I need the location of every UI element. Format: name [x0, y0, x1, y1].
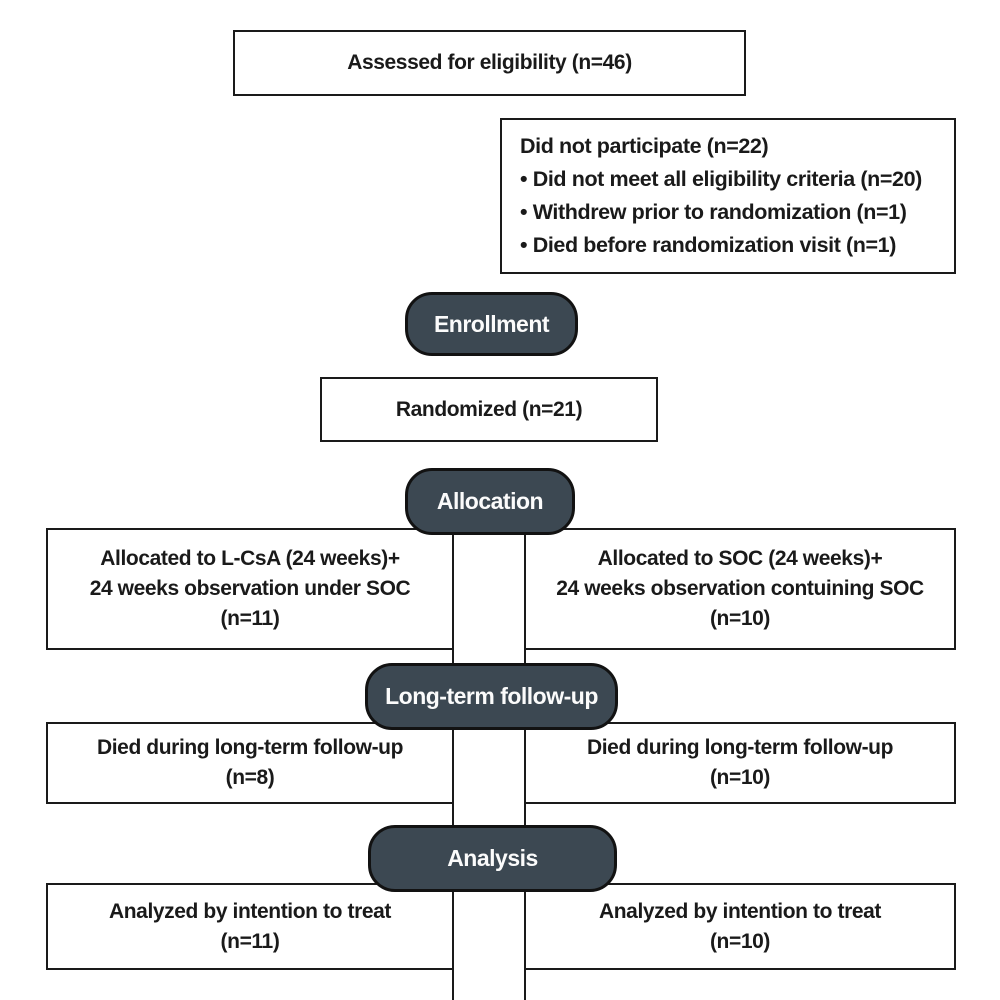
randomized-text: Randomized (n=21) — [395, 397, 583, 421]
died-followup-right-count: (n=10) — [709, 766, 771, 789]
allocated-lcsa-line1: Allocated to L-CsA (24 weeks)+ — [100, 547, 400, 570]
did-not-participate-item: • Did not meet all eligibility criteria … — [520, 167, 922, 191]
analyzed-right-line1: Analyzed by intention to treat — [598, 899, 882, 923]
died-followup-left-count: (n=8) — [225, 766, 275, 789]
enrollment-stage-pill: Enrollment — [405, 292, 578, 356]
allocated-lcsa-box: Allocated to L-CsA (24 weeks)+ 24 weeks … — [46, 528, 454, 650]
assessed-eligibility-text: Assessed for eligibility (n=46) — [347, 51, 632, 74]
analyzed-right-box: Analyzed by intention to treat (n=10) — [524, 883, 956, 970]
did-not-participate-item: • Died before randomization visit (n=1) — [520, 233, 896, 257]
analysis-stage-pill: Analysis — [368, 825, 617, 892]
allocated-soc-count: (n=10) — [709, 607, 771, 630]
followup-stage-label: Long-term follow-up — [385, 683, 598, 709]
enrollment-stage-label: Enrollment — [433, 310, 550, 337]
did-not-participate-title: Did not participate (n=22) — [520, 134, 769, 158]
allocation-stage-label: Allocation — [436, 488, 544, 514]
allocated-soc-box: Allocated to SOC (24 weeks)+ 24 weeks ob… — [524, 528, 956, 650]
allocated-soc-line1: Allocated to SOC (24 weeks)+ — [597, 547, 883, 570]
analyzed-left-count: (n=11) — [220, 929, 280, 953]
analyzed-left-box: Analyzed by intention to treat (n=11) — [46, 883, 454, 970]
died-followup-left-line1: Died during long-term follow-up — [96, 736, 404, 759]
did-not-participate-box: Did not participate (n=22) • Did not mee… — [500, 118, 956, 274]
did-not-participate-item: • Withdrew prior to randomization (n=1) — [520, 200, 907, 224]
died-followup-right-box: Died during long-term follow-up (n=10) — [524, 722, 956, 804]
analysis-stage-label: Analysis — [447, 845, 538, 871]
analyzed-right-count: (n=10) — [709, 929, 771, 953]
allocated-lcsa-count: (n=11) — [220, 607, 280, 630]
randomized-box: Randomized (n=21) — [320, 377, 658, 442]
died-followup-right-line1: Died during long-term follow-up — [586, 736, 894, 759]
followup-stage-pill: Long-term follow-up — [365, 663, 618, 730]
assessed-eligibility-box: Assessed for eligibility (n=46) — [233, 30, 746, 96]
allocation-stage-pill: Allocation — [405, 468, 575, 535]
died-followup-left-box: Died during long-term follow-up (n=8) — [46, 722, 454, 804]
allocated-soc-line2: 24 weeks observation contuining SOC — [556, 577, 924, 600]
allocated-lcsa-line2: 24 weeks observation under SOC — [89, 577, 411, 600]
analyzed-left-line1: Analyzed by intention to treat — [108, 899, 392, 923]
